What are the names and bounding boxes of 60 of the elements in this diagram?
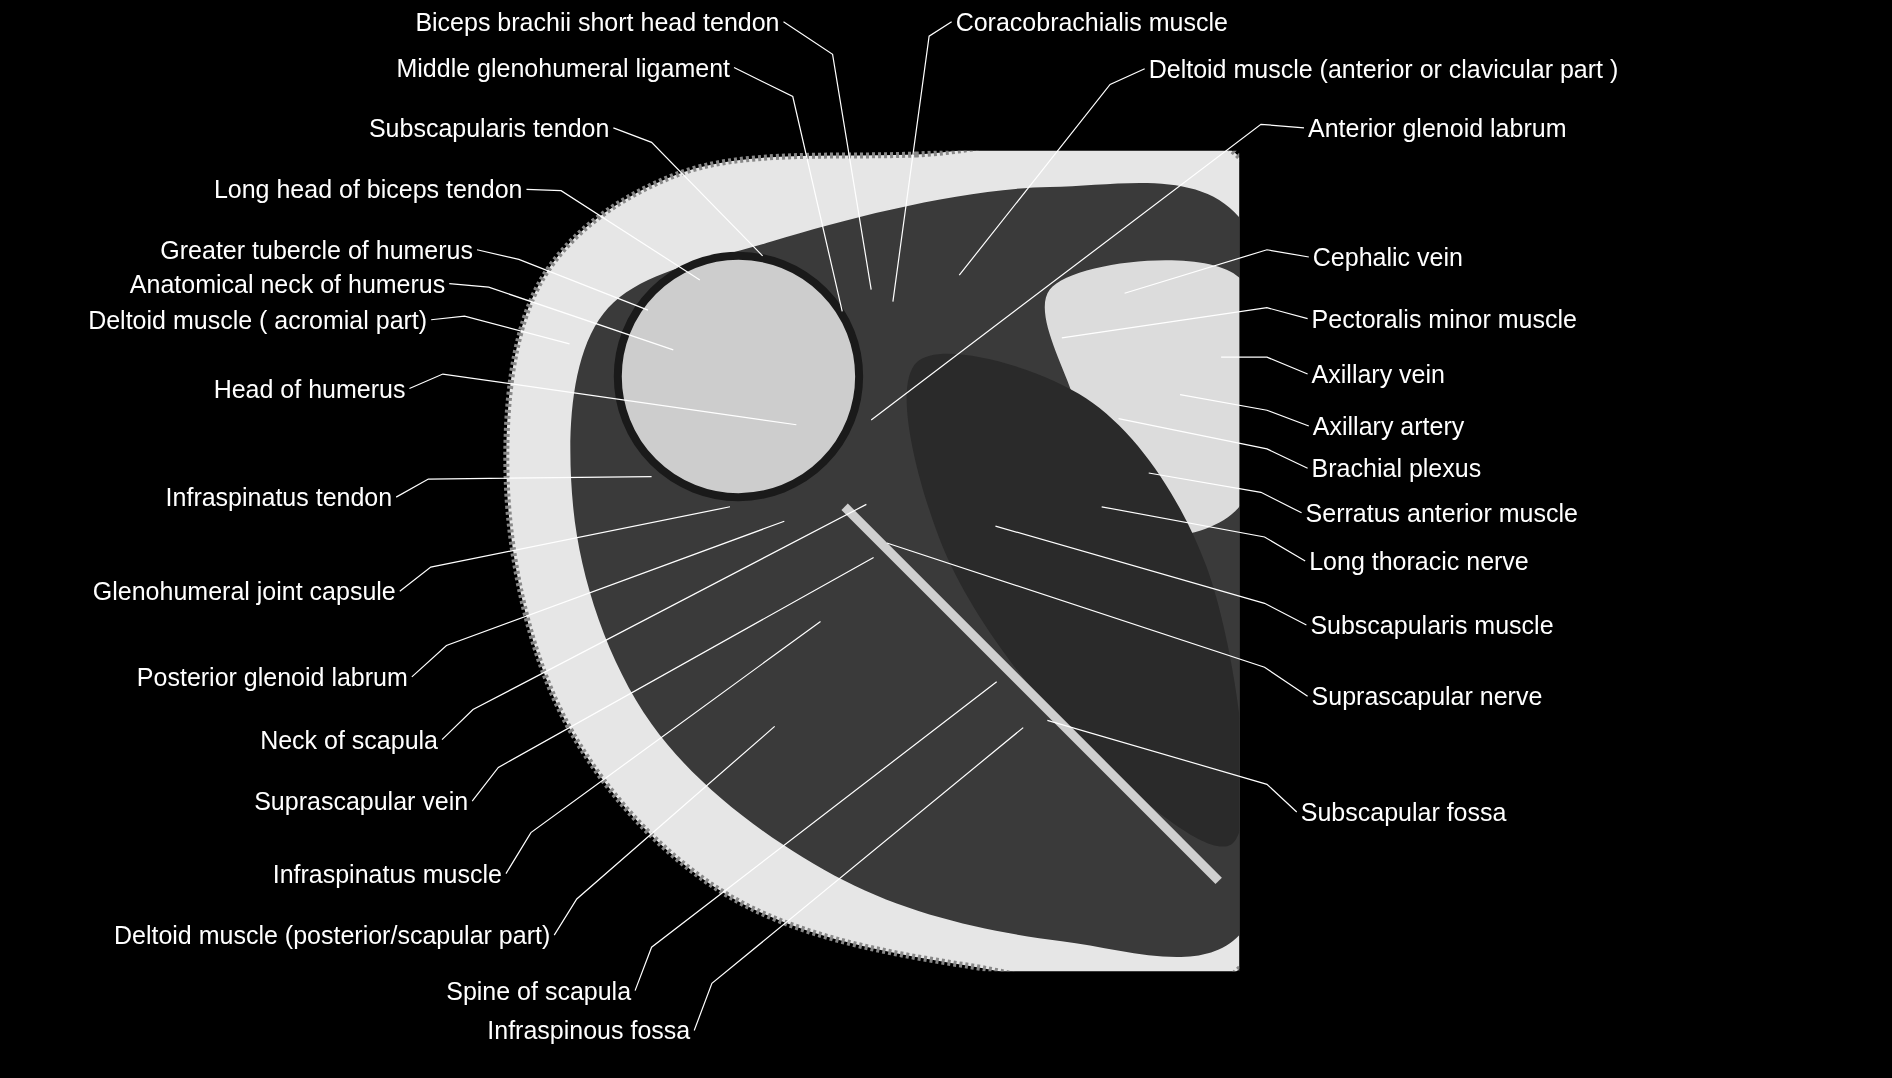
leader-line	[958, 68, 1146, 276]
leader-line	[399, 506, 731, 592]
leader-line	[505, 620, 822, 875]
structure-label: Deltoid muscle (posterior/scapular part)	[113, 920, 551, 951]
leader-line	[448, 282, 674, 351]
structure-label: Cephalic vein	[1312, 242, 1463, 272]
structure-label: Long thoracic nerve	[1309, 546, 1529, 577]
structure-label: Spine of scapula	[446, 975, 632, 1006]
leader-line	[1061, 307, 1309, 339]
leader-line	[395, 476, 653, 498]
leader-line	[408, 373, 797, 426]
structure-label: Long head of biceps tendon	[213, 174, 523, 205]
leader-line	[782, 21, 872, 291]
structure-label: Axillary artery	[1312, 410, 1465, 441]
leader-line	[1046, 719, 1298, 813]
leader-line	[892, 21, 953, 303]
leader-line	[553, 725, 776, 936]
structure-label: Anterior glenoid labrum	[1308, 112, 1567, 143]
structure-label: Suprascapular vein	[254, 786, 469, 817]
structure-label: Head of humerus	[213, 373, 406, 404]
structure-label: Subscapularis tendon	[368, 112, 610, 143]
structure-label: Deltoid muscle (anterior or clavicular part )	[1148, 53, 1619, 84]
structure-label: Infraspinatus tendon	[165, 482, 393, 513]
leader-line	[886, 542, 1309, 697]
structure-label: Subscapular fossa	[1300, 797, 1507, 828]
structure-label: Posterior glenoid labrum	[136, 661, 408, 692]
leader-line	[693, 727, 1024, 1032]
leader-line	[733, 66, 843, 312]
leader-line	[1148, 472, 1303, 514]
leader-line	[634, 681, 998, 992]
leader-line	[441, 503, 867, 741]
leader-line	[870, 123, 1305, 421]
structure-label: Infraspinatus muscle	[272, 858, 502, 889]
structure-label: Suprascapular nerve	[1311, 681, 1543, 712]
leader-line	[1117, 418, 1309, 469]
structure-label: Subscapularis muscle	[1310, 610, 1554, 641]
leader-line	[471, 556, 875, 802]
leader-line	[476, 249, 649, 311]
leader-line	[430, 315, 571, 345]
structure-label: Glenohumeral joint capsule	[92, 576, 396, 607]
structure-label: Infraspinous fossa	[487, 1015, 691, 1046]
leader-line	[1101, 506, 1306, 562]
structure-label: Neck of scapula	[260, 724, 438, 755]
structure-label: Axillary vein	[1311, 359, 1445, 390]
structure-label: Biceps brachii short head tendon	[415, 6, 780, 37]
structure-label: Serratus anterior muscle	[1305, 497, 1578, 528]
structure-label: Deltoid muscle ( acromial part)	[88, 304, 428, 335]
leader-line	[612, 127, 764, 257]
leader-line	[411, 520, 785, 678]
structure-label: Coracobrachialis muscle	[955, 6, 1228, 37]
leader-line	[1179, 393, 1310, 427]
structure-label: Middle glenohumeral ligament	[396, 52, 730, 83]
leader-line	[994, 525, 1307, 626]
leader-line	[1220, 356, 1309, 375]
structure-label: Anatomical neck of humerus	[129, 268, 446, 299]
leader-line	[1124, 249, 1310, 294]
structure-label: Greater tubercle of humerus	[160, 234, 473, 265]
structure-label: Pectoralis minor muscle	[1311, 303, 1577, 334]
structure-label: Brachial plexus	[1311, 453, 1482, 484]
leader-line	[525, 188, 701, 281]
